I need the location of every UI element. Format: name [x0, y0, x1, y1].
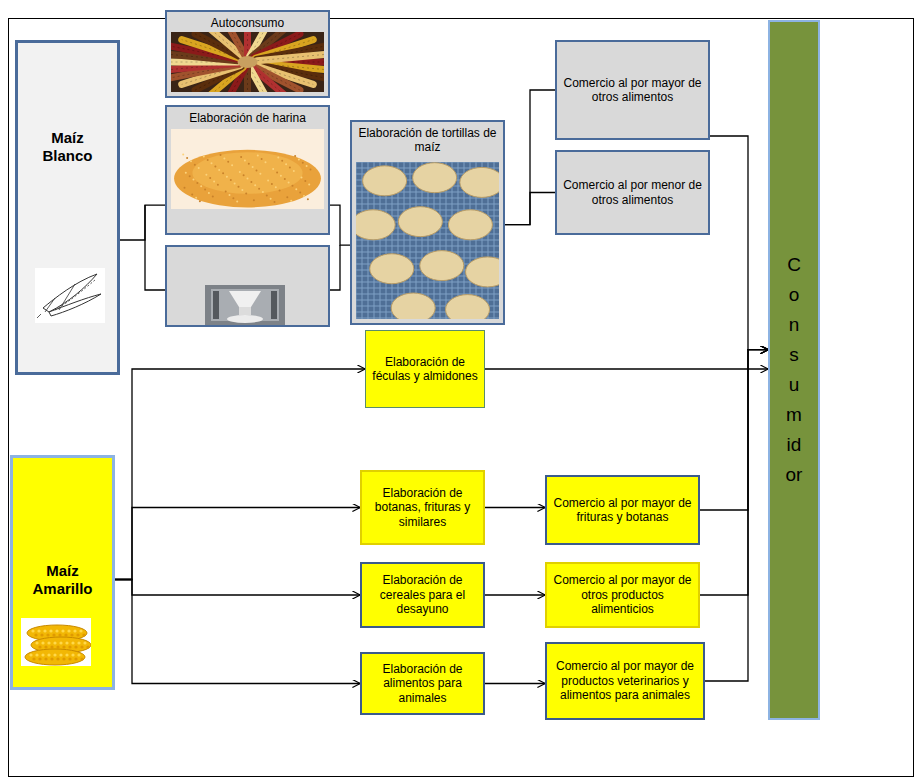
harina-picture [171, 129, 324, 209]
box-label: Comercio al por mayor de otros alimentos [563, 76, 702, 105]
flow-connector [485, 594, 545, 595]
process-box: Elaboración de féculas y almidones [365, 330, 485, 408]
flow-connector [700, 350, 768, 595]
box-label: Elaboración de tortillas de maíz [352, 126, 503, 155]
process-box: Elaboración de botanas, frituras y simil… [360, 470, 485, 545]
flow-connector [505, 90, 555, 225]
flow-connector [115, 508, 360, 580]
flow-connector [485, 368, 768, 369]
vertical-label: Consumidor [785, 250, 804, 490]
box-label: Elaboración de botanas, frituras y simil… [368, 486, 477, 529]
flow-connector [705, 350, 768, 681]
trade-box: Comercio al por mayor de otros productos… [545, 562, 700, 628]
flow-connector [485, 683, 545, 684]
box-label: Elaboración de harina [189, 111, 306, 125]
outer-frame [9, 19, 914, 777]
yellowcorn-picture [21, 618, 91, 666]
box-label: Maíz Blanco [33, 129, 103, 165]
consumer-bar: Consumidor [768, 20, 820, 720]
box-label: Elaboración de cereales para el desayuno [368, 573, 477, 616]
box-label: Comercio al por menor de otros alimentos [563, 178, 702, 207]
flow-connector [485, 507, 545, 508]
flow-connector [710, 136, 768, 350]
flow-connector [505, 193, 555, 225]
maize-type-box: Maíz Amarillo [10, 455, 115, 690]
trade-box: Comercio al por mayor de otros alimentos [555, 40, 710, 140]
box-label: Comercio al por mayor de frituras y bota… [553, 496, 692, 525]
box-label: Elaboración de féculas y almidones [372, 355, 478, 384]
kernels-picture [171, 32, 324, 92]
mill-picture [205, 285, 285, 325]
tortillas-picture [356, 162, 499, 319]
process-box: Elaboración de harina [165, 105, 330, 235]
mill-box [165, 245, 330, 327]
mill-merge-line [330, 245, 340, 290]
trade-box: Comercio al por mayor de frituras y bota… [545, 475, 700, 545]
box-label: Comercio al por mayor de productos veter… [553, 659, 697, 702]
process-box: Elaboración de tortillas de maíz [350, 120, 505, 325]
flow-connector [120, 205, 165, 240]
flow-connector [700, 350, 768, 510]
trade-box: Comercio al por menor de otros alimentos [555, 150, 710, 235]
process-box: Elaboración de alimentos para animales [360, 652, 485, 715]
sketch-picture [35, 268, 105, 323]
maize-type-box: Maíz Blanco [15, 40, 120, 375]
box-label: Maíz Amarillo [18, 562, 108, 598]
flow-connector [115, 369, 365, 580]
box-label: Autoconsumo [211, 16, 284, 30]
trade-box: Comercio al por mayor de productos veter… [545, 642, 705, 720]
mill-branch-line [145, 205, 165, 290]
process-box: Elaboración de cereales para el desayuno [360, 562, 485, 628]
flow-connector [115, 580, 360, 684]
flow-connector [115, 580, 360, 596]
process-box: Autoconsumo [165, 10, 330, 98]
box-label: Comercio al por mayor de otros productos… [553, 573, 692, 616]
box-label: Elaboración de alimentos para animales [368, 662, 477, 705]
flow-connector [330, 205, 350, 245]
